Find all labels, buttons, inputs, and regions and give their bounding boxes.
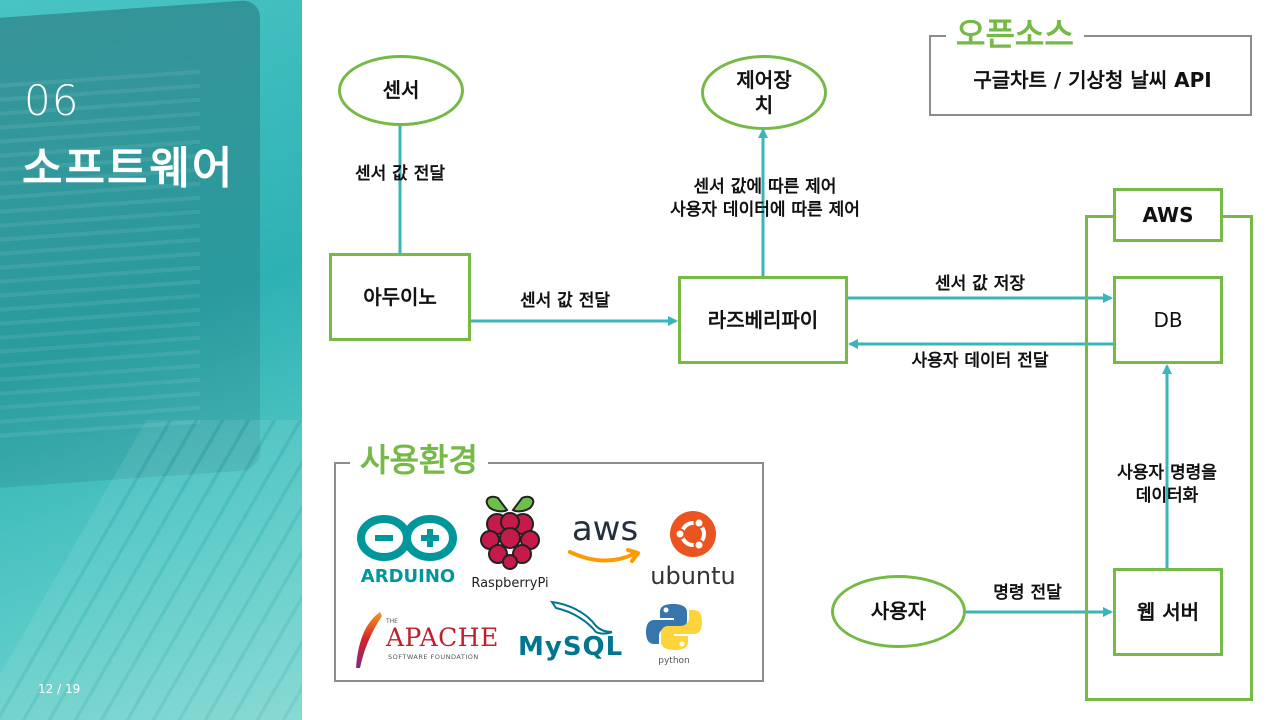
python-snakes-icon xyxy=(646,604,702,650)
label-arduino-to-rpi: 센서 값 전달 xyxy=(519,291,611,311)
label-rpi-to-actuator-line1: 센서 값에 따른 제어 xyxy=(693,177,837,197)
python-logo: python xyxy=(646,602,702,670)
apache-logo-small-text: THE xyxy=(386,618,398,625)
label-rpi-to-db: 센서 값 저장 xyxy=(934,274,1026,294)
label-db-to-rpi: 사용자 데이터 전달 xyxy=(911,351,1049,371)
label-rpi-to-actuator-line2: 사용자 데이터에 따른 제어 xyxy=(670,199,860,220)
web-server-node: 웹 서버 xyxy=(1113,568,1223,656)
raspberrypi-logo: RaspberryPi xyxy=(460,494,560,591)
open-source-title: 오픈소스 xyxy=(946,18,1084,50)
ubuntu-circle-icon xyxy=(670,511,716,557)
mysql-dolphin-icon xyxy=(549,600,613,635)
environment-title: 사용환경 xyxy=(350,444,488,476)
open-source-frame xyxy=(929,35,1252,116)
apache-feather-icon xyxy=(356,612,382,668)
raspberrypi-node: 라즈베리파이 xyxy=(678,276,848,364)
actuator-node-label-line2: 치 xyxy=(754,92,774,117)
section-title: 소프트웨어 xyxy=(22,143,235,194)
aws-logo-text: aws xyxy=(571,509,639,549)
sensor-node: 센서 xyxy=(338,55,464,126)
actuator-node-label-line1: 제어장 xyxy=(736,67,792,92)
raspberrypi-logo-text: RaspberryPi xyxy=(471,576,549,591)
label-web-to-db-line1: 사용자 명령을 xyxy=(1117,463,1217,483)
label-sensor-to-arduino: 센서 값 전달 xyxy=(354,164,446,184)
aws-smile-icon xyxy=(568,548,640,563)
apache-logo-subtext: SOFTWARE FOUNDATION xyxy=(388,653,479,661)
label-user-to-web: 명령 전달 xyxy=(993,583,1062,603)
arduino-node: 아두이노 xyxy=(329,253,471,341)
ubuntu-logo: ubuntu xyxy=(647,510,739,590)
label-web-to-db: 사용자 명령을 데이터화 xyxy=(1092,462,1242,508)
aws-label: AWS xyxy=(1113,188,1223,242)
arduino-logo: ARDUINO xyxy=(356,512,460,587)
mysql-logo: MySQL xyxy=(518,598,630,664)
arduino-logo-text: ARDUINO xyxy=(360,566,456,587)
apache-logo-text: APACHE xyxy=(386,623,499,652)
left-panel: 06 소프트웨어 12 / 19 xyxy=(0,0,302,720)
aws-logo: aws xyxy=(564,512,646,578)
db-node: DB xyxy=(1113,276,1223,364)
label-web-to-db-line2: 데이터화 xyxy=(1135,485,1199,506)
user-node: 사용자 xyxy=(831,575,966,648)
page-indicator: 12 / 19 xyxy=(38,682,81,696)
actuator-node: 제어장 치 xyxy=(701,55,827,130)
environment-frame xyxy=(334,462,764,682)
python-logo-text: python xyxy=(658,656,690,666)
section-number: 06 xyxy=(24,76,80,125)
label-rpi-to-actuator: 센서 값에 따른 제어 사용자 데이터에 따른 제어 xyxy=(620,176,910,222)
apache-logo: THE APACHE SOFTWARE FOUNDATION xyxy=(352,610,512,672)
ubuntu-logo-text: ubuntu xyxy=(650,562,736,590)
arduino-infinity-icon xyxy=(357,515,457,561)
raspberry-icon xyxy=(480,495,540,570)
open-source-content: 구글차트 / 기상청 날씨 API xyxy=(973,68,1212,92)
mysql-logo-text: MySQL xyxy=(518,632,624,662)
